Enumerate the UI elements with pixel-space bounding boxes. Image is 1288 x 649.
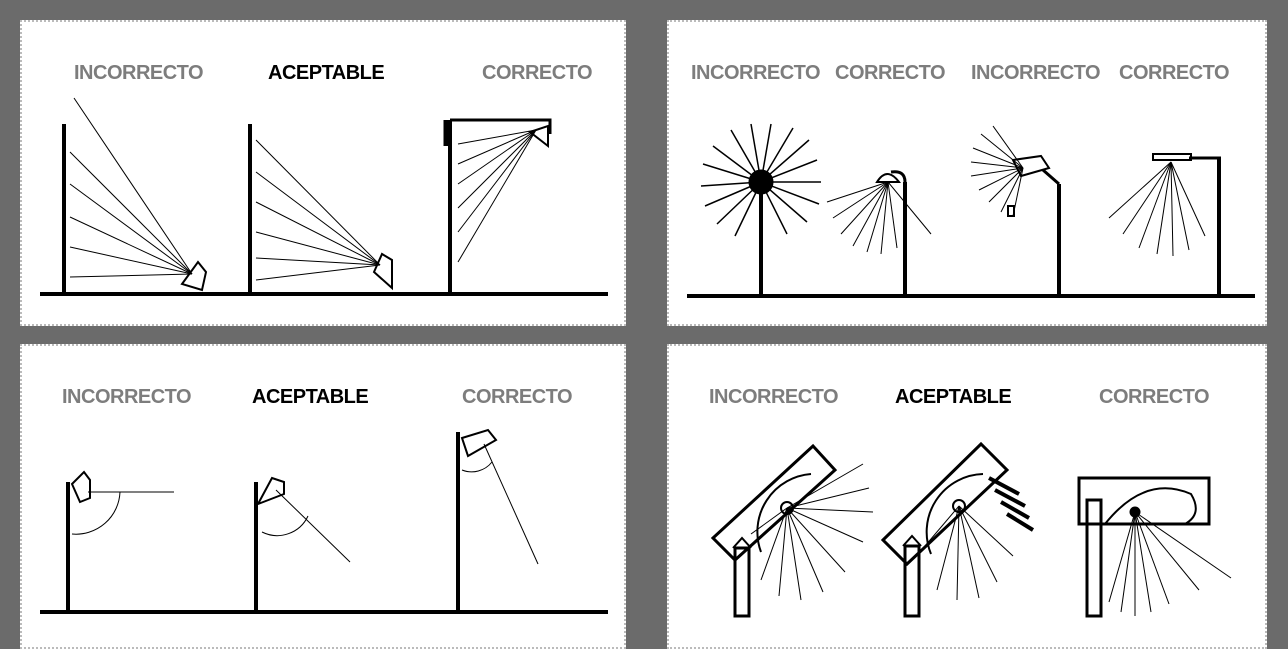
label-correcto: CORRECTO xyxy=(1099,386,1210,408)
label-incorrecto-1: INCORRECTO xyxy=(691,62,821,84)
label-aceptable: ACEPTABLE xyxy=(268,62,385,84)
label-correcto-2: CORRECTO xyxy=(1119,62,1230,84)
panel-street-lamps: INCORRECTO CORRECTO INCORRECTO CORRECTO xyxy=(667,20,1267,326)
panel-wall-floodlights: INCORRECTO ACEPTABLE CORRECTO xyxy=(20,20,626,326)
aiming-angles-diagram xyxy=(40,428,608,614)
panel-floodlight-housings: INCORRECTO ACEPTABLE CORRECTO xyxy=(667,344,1267,649)
label-aceptable: ACEPTABLE xyxy=(895,386,1012,408)
label-incorrecto: INCORRECTO xyxy=(709,386,839,408)
label-correcto: CORRECTO xyxy=(462,386,573,408)
label-incorrecto: INCORRECTO xyxy=(74,62,204,84)
label-correcto: CORRECTO xyxy=(482,62,593,84)
label-aceptable: ACEPTABLE xyxy=(252,386,369,408)
label-correcto-1: CORRECTO xyxy=(835,62,946,84)
street-lamps-diagram xyxy=(687,123,1255,298)
label-incorrecto-2: INCORRECTO xyxy=(971,62,1101,84)
panel-aiming-angles: INCORRECTO ACEPTABLE CORRECTO xyxy=(20,344,626,649)
wall-floodlights-diagram xyxy=(40,97,608,296)
floodlight-housings-diagram xyxy=(710,441,1232,618)
label-incorrecto: INCORRECTO xyxy=(62,386,192,408)
